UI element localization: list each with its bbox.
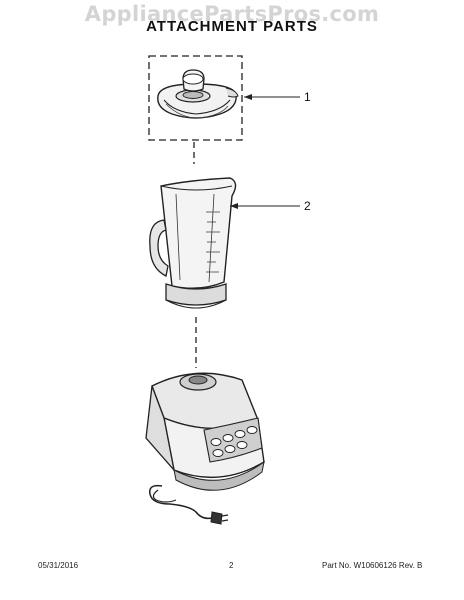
motor-base-part [145, 372, 265, 491]
callout-1: 1 [304, 90, 311, 104]
callout-2: 2 [304, 199, 311, 213]
footer-date: 05/31/2016 [38, 561, 79, 570]
plug-icon [210, 511, 223, 525]
power-cord [149, 484, 229, 525]
lid-part [148, 55, 243, 141]
page-title: ATTACHMENT PARTS [146, 18, 318, 35]
footer-part-number: Part No. W10606126 Rev. B [322, 561, 423, 570]
watermark-text: AppliancePartsPros.com [84, 2, 380, 26]
blender-jar-part [149, 177, 237, 309]
footer-page-number: 2 [229, 561, 234, 570]
